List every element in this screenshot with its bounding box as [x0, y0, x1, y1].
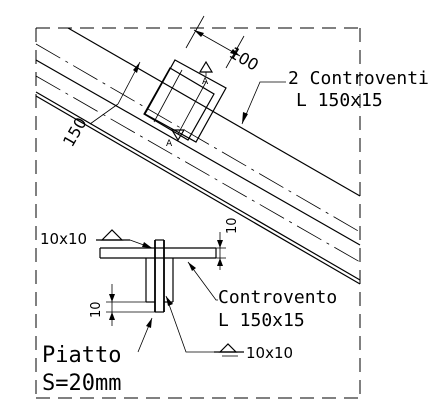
weld-top-label: 10x10 [40, 230, 87, 248]
piatto-leader [137, 317, 153, 353]
bracing-leader [241, 81, 286, 125]
dashed-frame [35, 27, 361, 399]
bracing-label-line2: L 150x15 [296, 90, 383, 111]
dim-150-label: 150 [59, 114, 91, 150]
weld-bottom: 10x10 [165, 295, 293, 362]
weld-top: 10x10 [40, 229, 153, 249]
dim-100-label: 100 [226, 43, 262, 75]
controvento-label-line2: L 150x15 [218, 310, 305, 331]
piatto-label-line1: Piatto [42, 343, 121, 368]
dim-10-left-label: 10 [89, 301, 104, 318]
piatto-label-line2: S=20mm [42, 371, 121, 396]
bracing-label-line1: 2 Controventi [288, 68, 429, 89]
controvento-label-line1: Controvento [218, 287, 337, 308]
controvento-leader [187, 261, 218, 301]
dimension-10-right: 10 [216, 217, 240, 270]
section-a-markers: A A [166, 60, 214, 149]
weld-bottom-label: 10x10 [246, 344, 293, 362]
dimension-100: 100 [185, 15, 262, 75]
section-view [99, 239, 217, 313]
gusset-plate [143, 59, 227, 143]
dim-10-right-label: 10 [225, 217, 240, 234]
section-a-top-label: A [202, 77, 209, 87]
dimension-150: 150 [59, 61, 141, 150]
diagonal-bracing [35, 27, 361, 285]
dimension-10-left: 10 [89, 284, 155, 326]
section-a-bottom-label: A [166, 139, 173, 149]
